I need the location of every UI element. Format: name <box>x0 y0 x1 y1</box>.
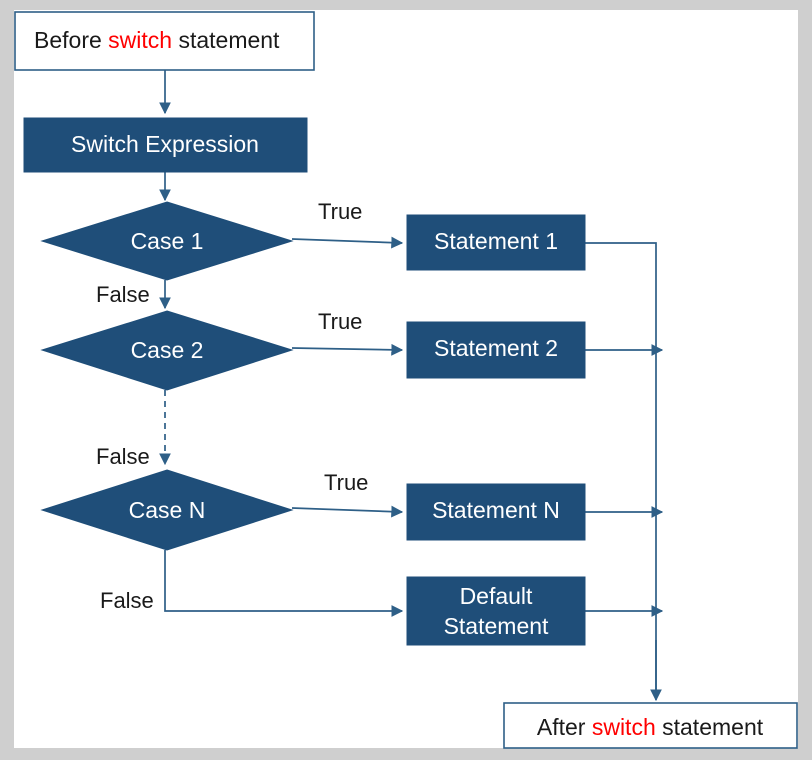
node-case2[interactable]: Case 2 <box>40 310 294 391</box>
node-switch-expression[interactable]: Switch Expression <box>23 117 308 173</box>
node-case2-label: Case 2 <box>131 337 204 363</box>
node-statementN[interactable]: Statement N <box>406 483 586 541</box>
after-text-suffix: statement <box>656 714 764 740</box>
edge-label-false-case1: False <box>96 282 150 307</box>
node-statement2[interactable]: Statement 2 <box>406 321 586 379</box>
node-caseN-label: Case N <box>129 497 206 523</box>
node-before-switch-statement[interactable]: Before switch statement <box>14 11 315 71</box>
after-keyword: switch <box>592 714 656 740</box>
edge-label-true-caseN: True <box>324 470 368 495</box>
node-statement1[interactable]: Statement 1 <box>406 214 586 271</box>
node-statementN-label: Statement N <box>432 497 560 523</box>
before-text-suffix: statement <box>172 27 280 53</box>
node-statement2-label: Statement 2 <box>434 335 558 361</box>
node-case1[interactable]: Case 1 <box>40 201 294 281</box>
node-default-statement[interactable]: Default Statement <box>406 576 586 646</box>
connector-caseN-true-to-statementN <box>291 505 404 518</box>
node-before-label: Before switch statement <box>34 27 280 53</box>
node-default-statement-line2: Statement <box>444 613 549 639</box>
connector-caseN-false-to-default <box>164 550 404 617</box>
node-statement1-label: Statement 1 <box>434 228 558 254</box>
before-text-prefix: Before <box>34 27 108 53</box>
connector-case1-true-to-statement1 <box>291 236 404 249</box>
node-caseN[interactable]: Case N <box>40 469 294 551</box>
node-default-statement-line1: Default <box>460 583 533 609</box>
edge-label-true-case2: True <box>318 309 362 334</box>
after-text-prefix: After <box>537 714 592 740</box>
connector-statement1-to-trunk <box>585 242 657 690</box>
node-after-switch-statement[interactable]: After switch statement <box>503 702 798 749</box>
node-case1-label: Case 1 <box>131 228 204 254</box>
edge-label-true-case1: True <box>318 199 362 224</box>
edge-label-false-case2: False <box>96 444 150 469</box>
connector-case2-true-to-statement2 <box>291 343 404 356</box>
node-after-label: After switch statement <box>537 714 764 740</box>
edge-label-false-caseN: False <box>100 588 154 613</box>
before-keyword: switch <box>108 27 172 53</box>
node-switch-expression-label: Switch Expression <box>71 131 259 157</box>
